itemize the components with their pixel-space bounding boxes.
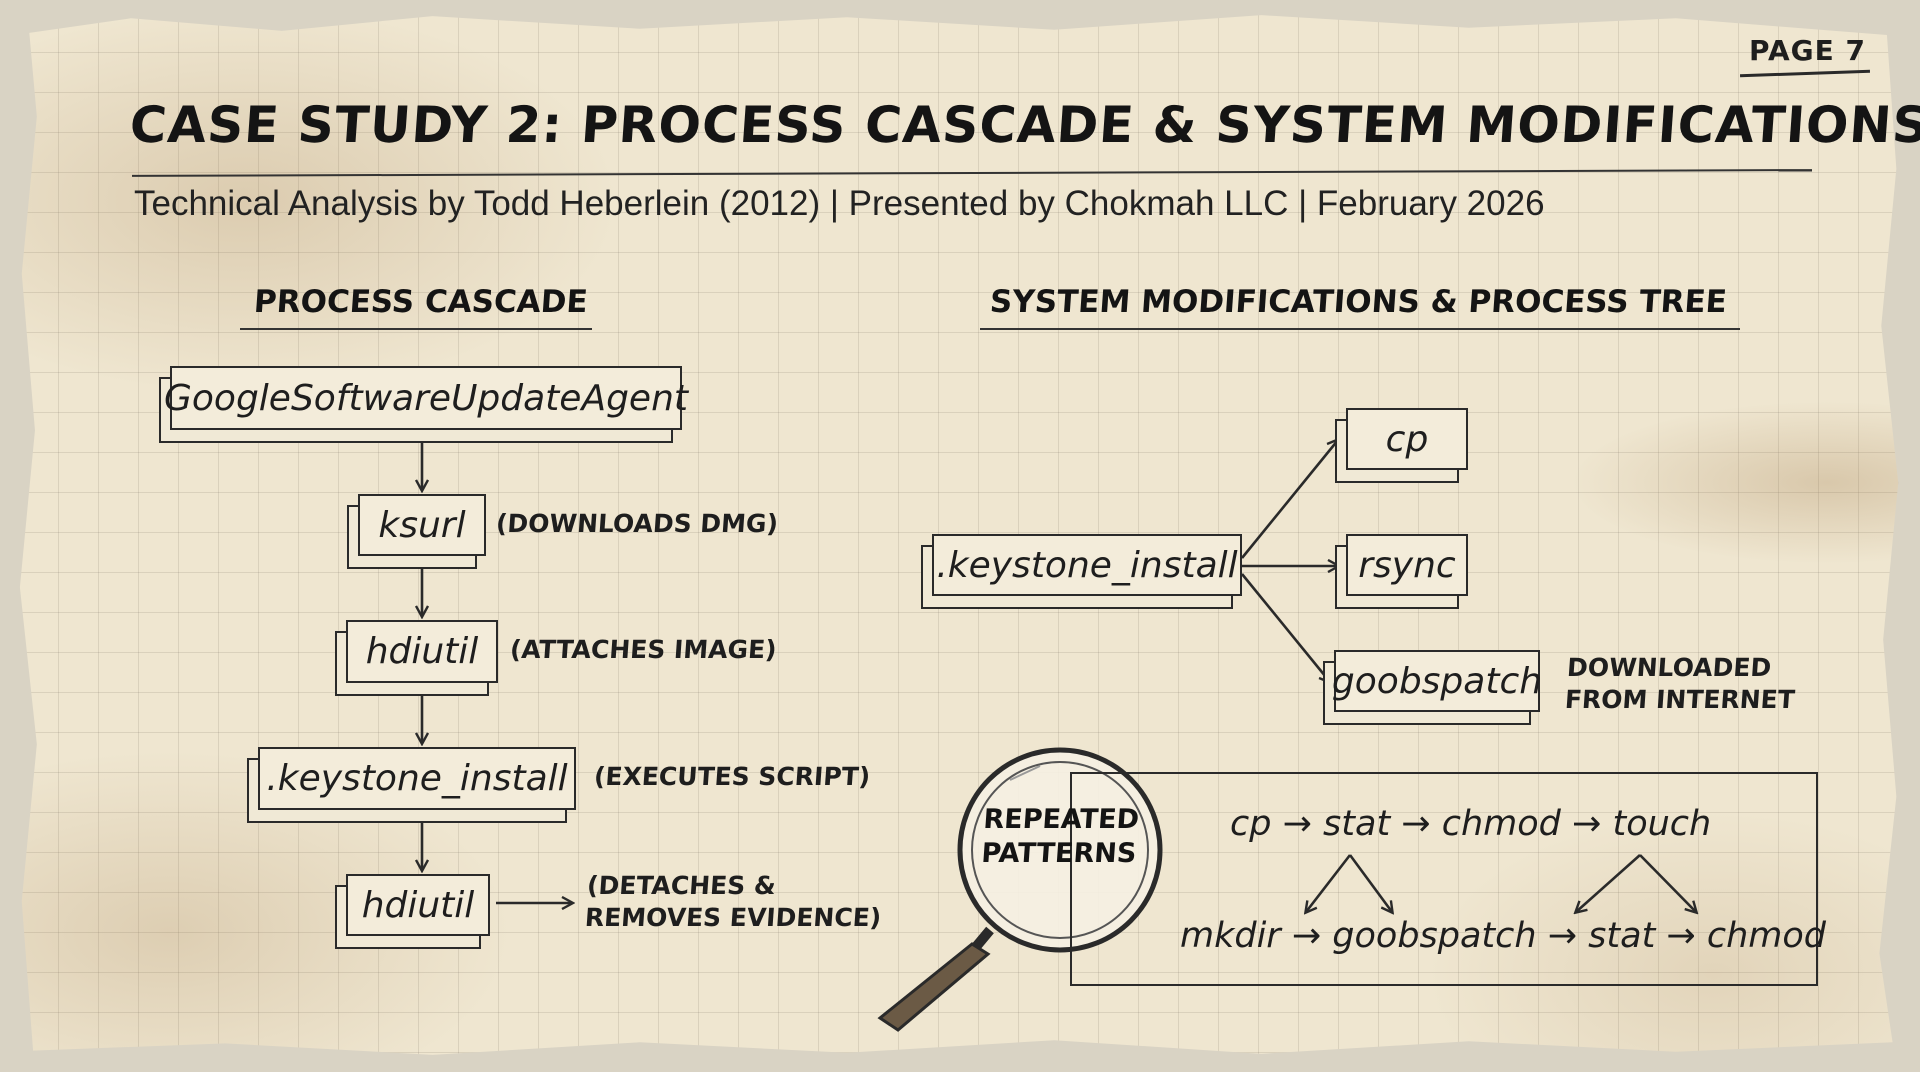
tree-heading-underline xyxy=(980,328,1740,330)
patterns-box xyxy=(1070,772,1818,986)
cascade-note-ksurl: (DOWNLOADS DMG) xyxy=(495,509,779,538)
tree-child-rsync: rsync xyxy=(1346,534,1468,596)
tree-root-keystone: .keystone_install xyxy=(932,534,1242,596)
tree-heading: SYSTEM MODIFICATIONS & PROCESS TREE xyxy=(988,284,1729,320)
cascade-box-agent: GoogleSoftwareUpdateAgent xyxy=(164,366,688,430)
page-title: CASE STUDY 2: PROCESS CASCADE & SYSTEM M… xyxy=(127,96,1920,154)
cascade-box-hdiutil-attach: hdiutil xyxy=(346,620,498,683)
tree-note-line1: DOWNLOADED xyxy=(1566,653,1773,682)
cascade-note-hdiutil-detach: (DETACHES & REMOVES EVIDENCE) xyxy=(584,870,885,934)
patterns-label-line2: PATTERNS xyxy=(980,838,1138,869)
tree-child-cp: cp xyxy=(1346,408,1468,470)
patterns-row-2: mkdir → goobspatch → stat → chmod xyxy=(1180,916,1827,956)
cascade-heading: PROCESS CASCADE xyxy=(252,284,589,320)
tree-child-goobspatch: goobspatch xyxy=(1332,650,1542,712)
cascade-note-detach-line2: REMOVES EVIDENCE) xyxy=(583,903,883,932)
cascade-box-keystone: .keystone_install xyxy=(258,747,576,810)
patterns-label: REPEATED PATTERNS xyxy=(954,803,1167,871)
cascade-note-keystone: (EXECUTES SCRIPT) xyxy=(593,762,872,791)
cascade-box-ksurl: ksurl xyxy=(358,494,486,556)
cascade-heading-underline xyxy=(240,328,592,330)
cascade-note-hdiutil-attach: (ATTACHES IMAGE) xyxy=(509,635,778,664)
cascade-box-hdiutil-detach: hdiutil xyxy=(346,874,490,936)
patterns-row-1: cp → stat → chmod → touch xyxy=(1230,804,1712,844)
patterns-label-line1: REPEATED xyxy=(982,804,1141,835)
tree-note-line2: FROM INTERNET xyxy=(1563,685,1796,714)
page-subtitle: Technical Analysis by Todd Heberlein (20… xyxy=(134,184,1545,223)
page-number: PAGE 7 xyxy=(1749,34,1866,67)
tree-note-goobspatch: DOWNLOADED FROM INTERNET xyxy=(1564,652,1798,716)
cascade-note-detach-line1: (DETACHES & xyxy=(586,871,777,900)
